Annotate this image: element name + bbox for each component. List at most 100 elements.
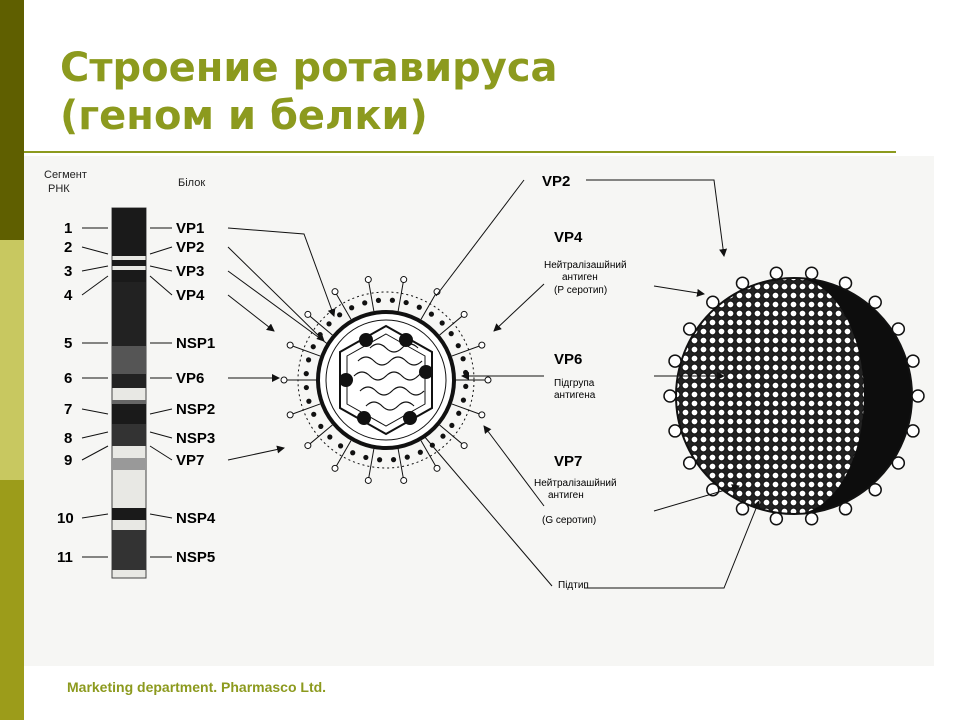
surface-spike (869, 296, 881, 308)
spike-stalk (398, 449, 404, 481)
segment-number: 9 (64, 452, 72, 469)
segment-number: 3 (64, 263, 72, 280)
slide-title-line-1: Строение ротавируса (60, 44, 558, 92)
outer-layer-dot (449, 331, 454, 336)
outer-layer-dot (390, 298, 395, 303)
outer-layer-dot (326, 321, 331, 326)
surface-spike (770, 513, 782, 525)
segment-tick (82, 247, 108, 254)
spike-head (461, 443, 467, 449)
outer-layer-dot (318, 424, 323, 429)
protein-tick (150, 432, 172, 438)
spike-head (401, 477, 407, 483)
outer-layer-dot (337, 312, 342, 317)
protein-tick (150, 247, 172, 254)
protein-label: NSP1 (176, 335, 215, 352)
outer-layer-dot (327, 434, 332, 439)
protein-tick (150, 409, 172, 414)
protein-tick (150, 266, 172, 271)
segment-number: 6 (64, 370, 72, 387)
spike-stalk (368, 280, 374, 312)
surface-spike (664, 390, 676, 402)
outer-layer-dot (304, 385, 309, 390)
outer-layer-dot (311, 344, 316, 349)
label-vp6-desc-1: Підгрупа (554, 378, 595, 389)
outer-layer-dot (456, 343, 461, 348)
surface-spike (736, 277, 748, 289)
spike-head (305, 311, 311, 317)
surface-spike (907, 425, 919, 437)
slide-title-line-2: (геном и белки) (60, 92, 558, 140)
outer-layer-dot (440, 434, 445, 439)
outer-layer-dot (311, 412, 316, 417)
spike-stalk (368, 449, 374, 481)
outer-layer-dot (463, 370, 468, 375)
outer-layer-dot (461, 398, 466, 403)
protein-label: VP1 (176, 220, 204, 237)
title-divider (24, 151, 896, 153)
surface-spike (684, 457, 696, 469)
outer-layer-dot (318, 332, 323, 337)
surface-spike (707, 296, 719, 308)
rna-gel-strip (112, 208, 146, 578)
outer-layer-dot (463, 384, 468, 389)
protein-callouts: VP2 VP4 Нейтралізашйний антиген (Р серот… (534, 173, 627, 591)
surface-spike (840, 277, 852, 289)
spike-stalk (335, 441, 351, 469)
label-vp4: VP4 (554, 229, 583, 246)
outer-layer-dot (306, 357, 311, 362)
protein-label: VP2 (176, 239, 204, 256)
spike-head (365, 277, 371, 283)
segment-tick (82, 514, 108, 518)
label-vp6: VP6 (554, 351, 582, 368)
label-vp6-desc-2: антигена (554, 390, 596, 401)
segment-number: 11 (57, 549, 73, 566)
protein-label: VP3 (176, 263, 204, 280)
segment-tick (82, 276, 108, 295)
segment-number: 1 (64, 220, 72, 237)
side-bar-dark (0, 0, 24, 240)
virion-cross-section (298, 292, 474, 468)
surface-spike (806, 513, 818, 525)
segment-number: 5 (64, 335, 72, 352)
segment-header-2: РНК (48, 183, 70, 195)
surface-spike (684, 323, 696, 335)
label-vp7-desc-3: (G серотип) (542, 515, 596, 526)
side-bar-olive (0, 480, 24, 720)
protein-tick (150, 276, 172, 295)
outer-layer-dot (304, 371, 309, 376)
surface-spike (892, 457, 904, 469)
outer-layer-dot (377, 457, 382, 462)
outer-layer-dot (363, 455, 368, 460)
segment-number: 7 (64, 401, 72, 418)
surface-spike (770, 267, 782, 279)
outer-layer-dot (376, 298, 381, 303)
footer-credit: Marketing department. Pharmasco Ltd. (67, 679, 326, 695)
spike-head (479, 342, 485, 348)
outer-layer-dot (461, 356, 466, 361)
spike-head (332, 465, 338, 471)
protein-label: NSP4 (176, 510, 216, 527)
segment-tick (82, 432, 108, 438)
protein-tick (150, 446, 172, 460)
protein-label: VP4 (176, 287, 205, 304)
surface-spike (840, 503, 852, 515)
surface-spike (669, 355, 681, 367)
spike-head (434, 465, 440, 471)
segment-number: 10 (57, 510, 74, 527)
surface-spike (912, 390, 924, 402)
surface-spike (907, 355, 919, 367)
spike-head (281, 377, 287, 383)
segment-number: 8 (64, 430, 72, 447)
protein-label: NSP3 (176, 430, 215, 447)
surface-spike (869, 484, 881, 496)
side-bar-light (0, 240, 24, 480)
segment-tick (82, 446, 108, 460)
label-vp7-desc-1: Нейтралізашйний (534, 478, 617, 489)
spike-stalk (398, 280, 404, 312)
protein-label: NSP5 (176, 549, 215, 566)
surface-spike (736, 503, 748, 515)
spike-head (479, 412, 485, 418)
protein-label: VP6 (176, 370, 204, 387)
segment-tick (82, 409, 108, 414)
